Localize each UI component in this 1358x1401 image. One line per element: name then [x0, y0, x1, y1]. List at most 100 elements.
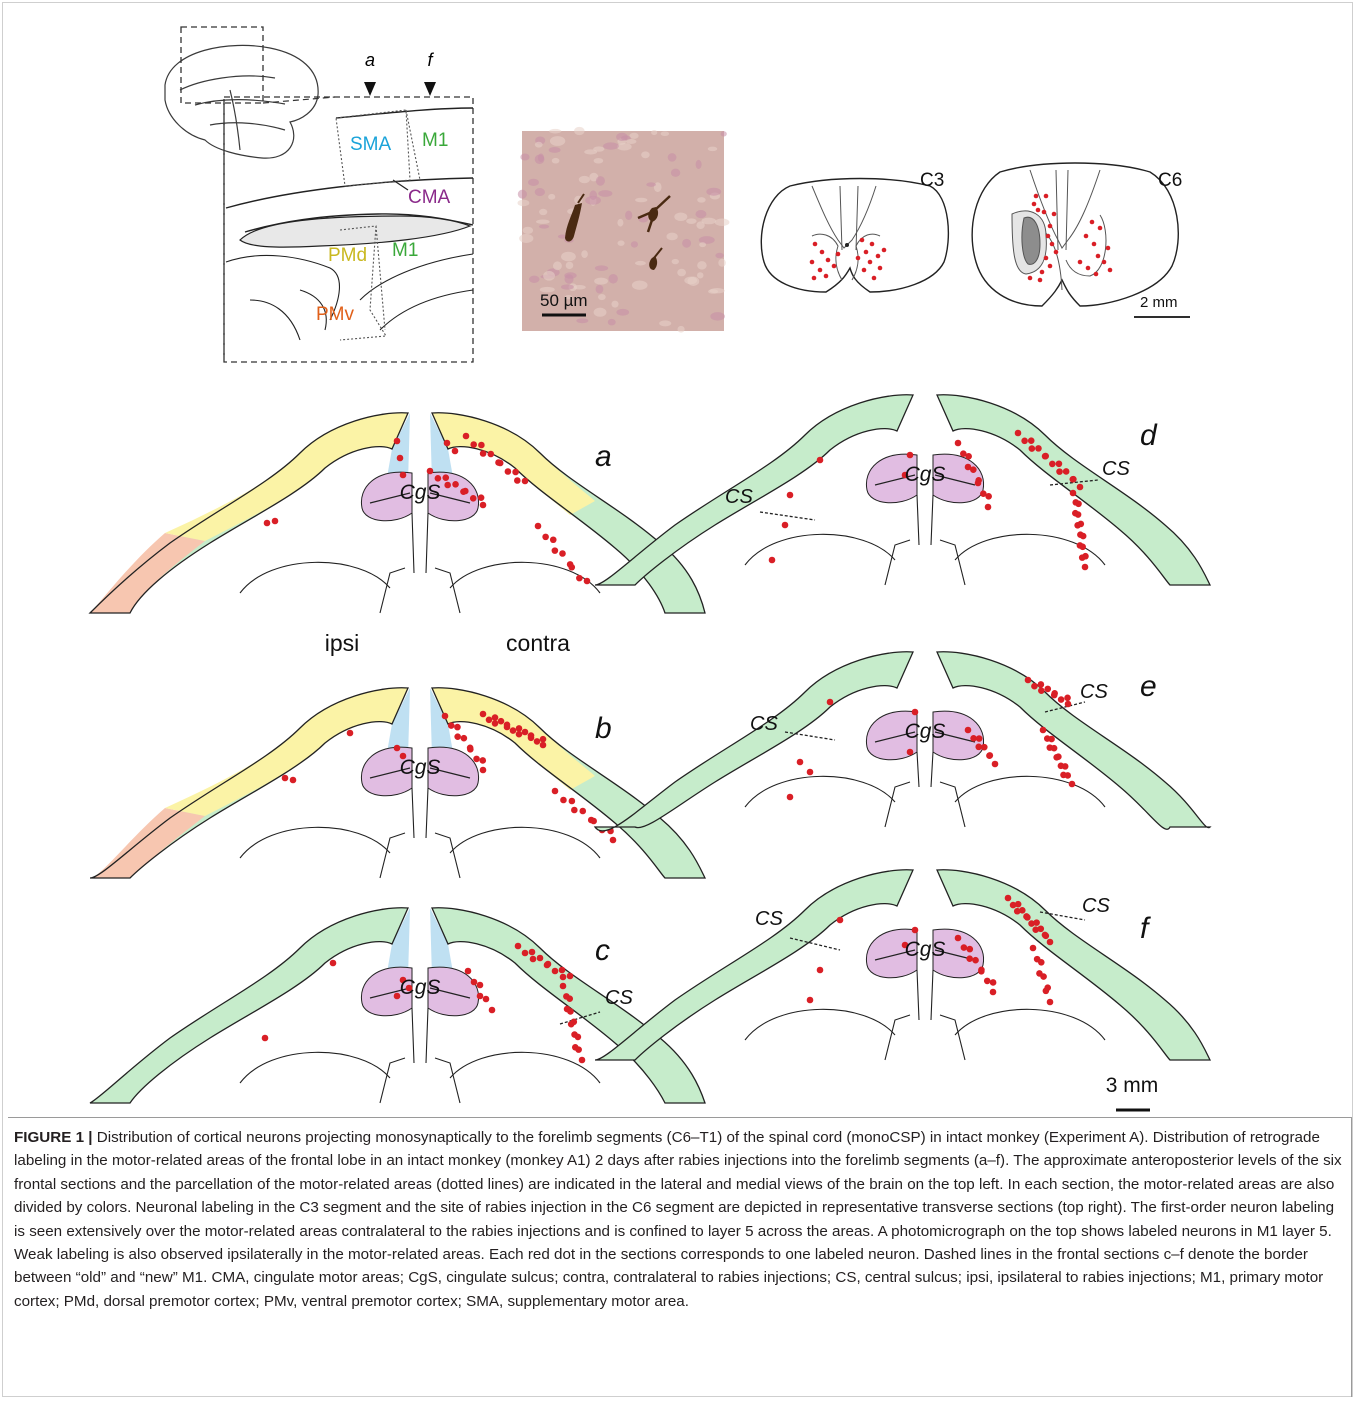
labeled-neuron-dot: [442, 713, 449, 720]
photo-cell: [594, 158, 604, 164]
photo-cell: [677, 269, 686, 277]
labeled-neuron-dot: [497, 460, 504, 467]
labeled-neuron-dot: [1077, 484, 1084, 491]
labeled-neuron-dot: [966, 955, 973, 962]
photo-cell: [646, 182, 656, 186]
labeled-neuron-dot: [545, 961, 552, 968]
labeled-neuron-dot: [1038, 681, 1045, 688]
photo-cell: [553, 261, 562, 270]
photo-cell: [625, 211, 632, 220]
labeled-neuron-dot: [480, 767, 487, 774]
labeled-neuron-dot: [1043, 988, 1050, 995]
labeled-neuron-dot: [1015, 901, 1022, 908]
spinal-dot: [812, 276, 817, 281]
labeled-neuron-dot: [492, 720, 499, 727]
label-ipsi: ipsi: [325, 630, 360, 656]
ventral-structures: [745, 534, 1105, 585]
labeled-neuron-dot: [537, 955, 544, 962]
photo-cell: [535, 188, 545, 196]
labeled-neuron-dot: [444, 440, 451, 447]
photo-cell: [538, 154, 544, 162]
spinal-dot: [864, 250, 869, 255]
photo-cell: [598, 190, 612, 197]
photo-cell: [596, 285, 604, 294]
old-new-M1-border: [760, 512, 815, 520]
caption-text: Distribution of cortical neurons project…: [14, 1129, 1342, 1310]
labeled-neuron-dot: [394, 745, 401, 752]
labeled-neuron-dot: [516, 731, 523, 738]
photo-cell: [564, 272, 576, 278]
labeled-neuron-dot: [966, 946, 973, 953]
labeled-neuron-dot: [480, 711, 487, 718]
photo-cell: [635, 261, 646, 266]
labeled-neuron-dot: [400, 472, 407, 479]
section-letter: d: [1140, 419, 1158, 452]
labeled-neuron-dot: [984, 978, 991, 985]
labeled-neuron-dot: [559, 550, 566, 557]
section-scale-label: 3 mm: [1106, 1074, 1159, 1097]
section-letter: e: [1140, 670, 1157, 703]
photo-cell: [520, 153, 529, 160]
labeled-neuron-dot: [584, 578, 591, 585]
section-b: CgSb: [90, 688, 705, 878]
labeled-neuron-dot: [394, 438, 401, 445]
labeled-neuron-dot: [452, 448, 459, 455]
spinal-C6: C6: [972, 163, 1182, 306]
level-marker-f: f: [427, 50, 434, 70]
labeled-neuron-dot: [470, 495, 477, 502]
labeled-neuron-dot: [478, 494, 485, 501]
photo-cell: [718, 259, 726, 267]
label-CS: CS: [605, 987, 633, 1009]
labeled-neuron-dot: [488, 451, 495, 458]
labeled-neuron-dot: [1069, 781, 1076, 788]
midline: [917, 970, 933, 1020]
labeled-neuron-dot: [1031, 683, 1038, 690]
labeled-neuron-dot: [442, 474, 449, 481]
section-d: CSCSCgSd: [595, 395, 1210, 585]
region-left-band: [595, 870, 913, 1060]
labeled-neuron-dot: [787, 492, 794, 499]
section-e: CSCSCgSe: [595, 652, 1210, 831]
labeled-neuron-dot: [1042, 932, 1049, 939]
labeled-neuron-dot: [571, 807, 578, 814]
photo-cell: [626, 139, 637, 144]
photo-cell: [539, 225, 549, 229]
labeled-neuron-dot: [1025, 677, 1032, 684]
labeled-neuron-dot: [514, 477, 521, 484]
labeled-neuron-dot: [1051, 745, 1058, 752]
spinal-dot: [1102, 260, 1107, 265]
spinal-dot: [820, 250, 825, 255]
labeled-neuron-dot: [560, 983, 567, 990]
photo-cell: [581, 250, 588, 258]
spinal-dot: [1048, 224, 1053, 229]
labeled-neuron-dot: [522, 729, 529, 736]
photo-cell: [543, 271, 555, 281]
section-letter: c: [595, 934, 610, 967]
midline: [917, 495, 933, 545]
photo-cell: [617, 219, 623, 227]
photo-cell: [536, 219, 550, 223]
frontal-sections: CgSaCgSbCSCgScCSCSCgSdCSCSCgSeCSCSCgSf: [90, 395, 1210, 1103]
labeled-neuron-dot: [807, 997, 814, 1004]
labeled-neuron-dot: [454, 733, 461, 740]
spinal-dot: [1038, 278, 1043, 283]
spinal-dot: [878, 266, 883, 271]
labeled-neuron-dot: [990, 989, 997, 996]
label-CS: CS: [750, 713, 778, 735]
labeled-neuron-dot: [1064, 772, 1071, 779]
photo-cell: [539, 209, 547, 215]
labeled-neuron-dot: [1064, 694, 1071, 701]
spinal-dot: [1048, 264, 1053, 269]
labeled-neuron-dot: [837, 917, 844, 924]
labeled-neuron-dot: [961, 944, 968, 951]
photo-cell: [616, 309, 629, 316]
photo-cell: [715, 253, 723, 258]
spinal-dot: [870, 242, 875, 247]
spinal-label-C6: C6: [1158, 170, 1182, 191]
section-letter: b: [595, 712, 612, 745]
labeled-neuron-dot: [1038, 959, 1045, 966]
photo-cell: [579, 176, 590, 183]
photo-cell: [584, 149, 597, 154]
section-c: CSCgSc: [90, 908, 705, 1103]
photo-cell: [697, 261, 707, 269]
